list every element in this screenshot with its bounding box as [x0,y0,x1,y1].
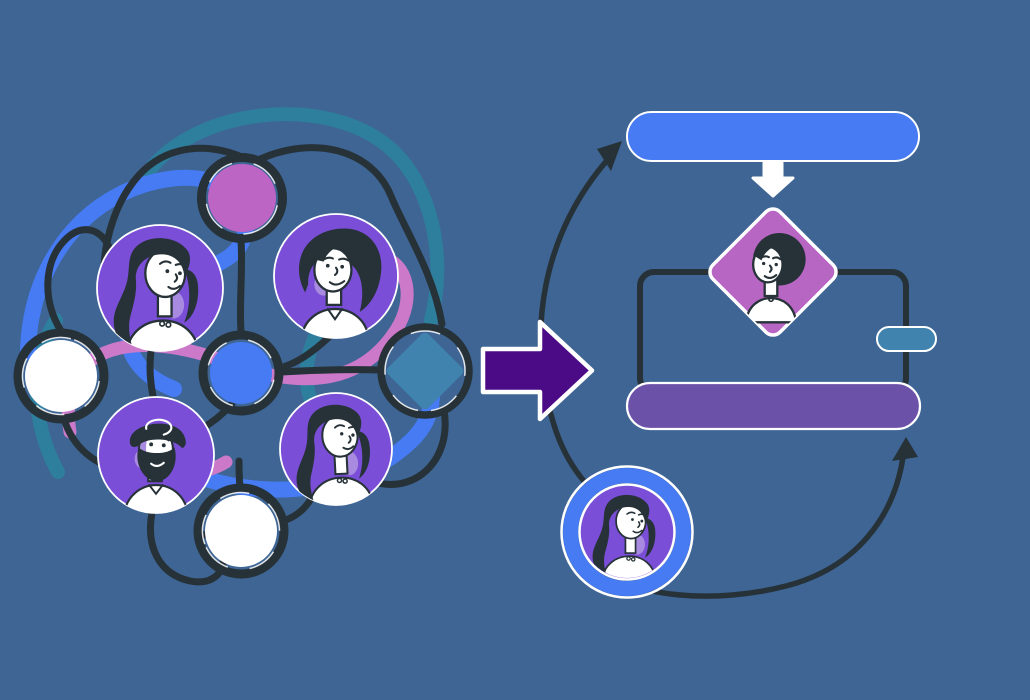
avatar-woman-top-left [96,224,224,352]
avatar-woman-bottom-right [279,392,393,506]
left-network [13,107,473,586]
right-flowchart [560,111,937,599]
avatar-bearded-man [97,396,215,514]
node-magenta-circle [197,153,287,243]
squiggle-teal-top [141,107,445,327]
decision-diamond [708,207,838,337]
node-white-circle-left [13,328,109,424]
network-connectors [44,144,449,586]
teal-diamond-icon [386,332,464,410]
blue-process-bar [626,111,920,162]
outer-white-ring [560,465,694,599]
node-blue-circle [198,330,284,416]
teal-tag-pill [876,326,937,352]
node-teal-diamond [377,323,473,419]
node-white-circle-bottom [193,483,289,579]
highlighted-woman-avatar [560,465,694,599]
down-arrow-icon [751,161,795,198]
purple-process-bar [625,381,922,431]
arrowhead-top-icon [597,141,622,171]
big-right-arrow-icon [480,319,595,422]
blue-highlight-ring [563,468,691,596]
avatar-man-top-right [273,213,399,339]
arrowhead-bar-icon [892,437,918,461]
